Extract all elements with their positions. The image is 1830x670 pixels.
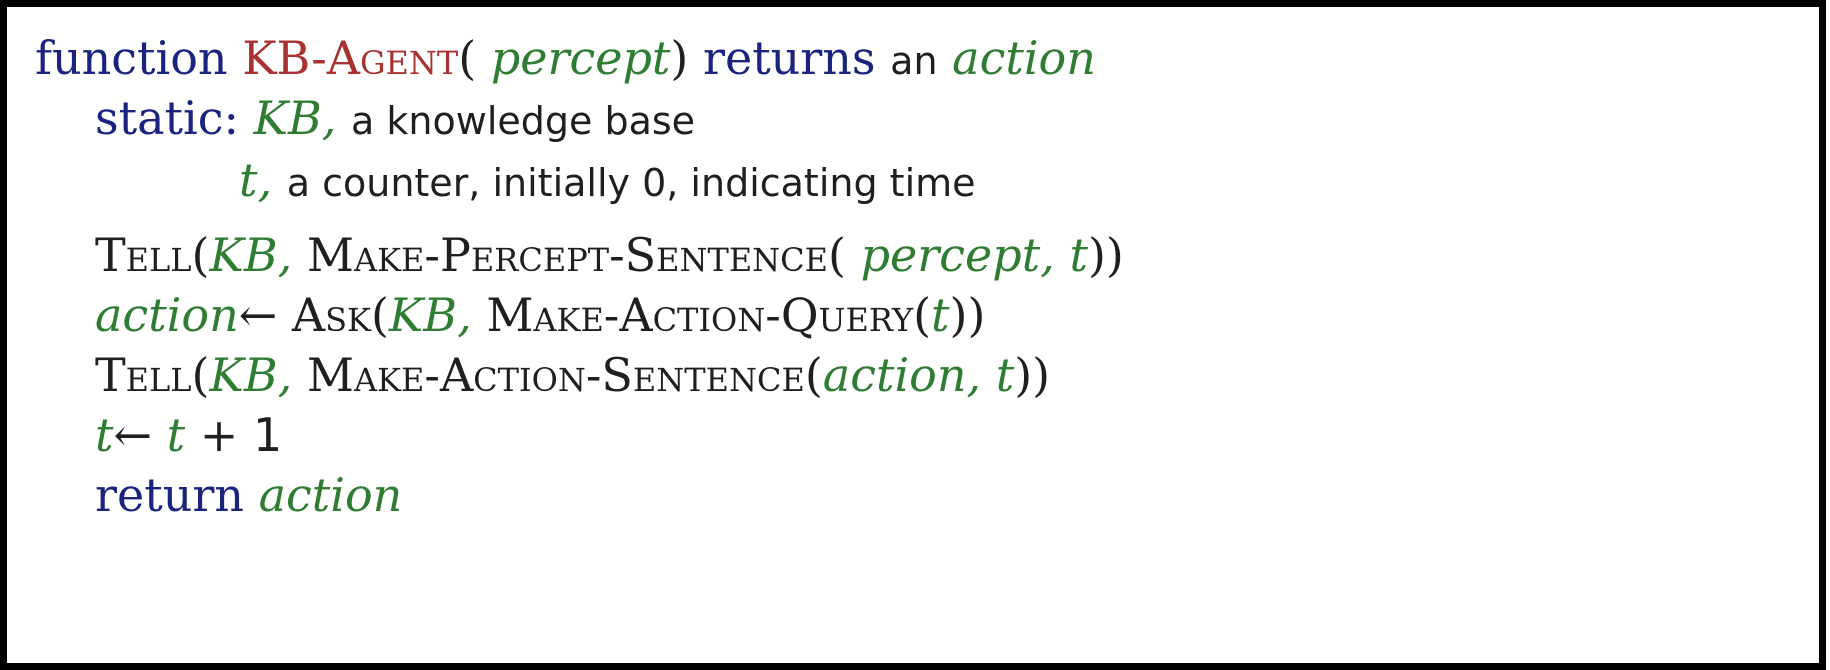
var-t: t, [239,153,273,207]
proc-make-action-sentence: Make-Action-Sentence [306,348,805,402]
var-t: t [166,408,186,462]
paren-close: )) [1014,348,1051,402]
ask-line: action← Ask(KB, Make-Action-Query(t)) [95,292,985,338]
var-t: t [995,348,1015,402]
var-action: action [95,288,239,342]
return-line: return action [95,472,402,518]
assign-arrow: ← [238,288,278,342]
var-kb: KB, [388,288,472,342]
tell-percept-line: Tell(KB, Make-Percept-Sentence( percept,… [95,232,1124,278]
var-action: action [258,468,403,522]
var-percept: percept, [860,228,1055,282]
return-type-action: action [952,31,1096,85]
paren-close: )) [949,288,986,342]
static-t-line: t, a counter, initially 0, indicating ti… [239,157,976,203]
var-t: t [95,408,114,462]
paren-open: ( [370,288,389,342]
paren-open: ( [191,348,210,402]
proc-ask: Ask [291,288,371,342]
function-name: KB-Agent [242,31,459,85]
proc-tell: Tell [95,348,192,402]
increment-line: t← t + 1 [95,412,282,458]
var-kb: KB, [253,91,337,145]
paren-open: ( [804,348,823,402]
var-kb: KB, [209,228,293,282]
function-signature-line: function KB-Agent( percept) returns an a… [35,35,1096,81]
plus-operator: + [199,408,239,462]
var-t: t [1069,228,1088,282]
paren-close: )) [1087,228,1124,282]
paren-close: ) [670,31,689,85]
static-kb-line: static: KB, a knowledge base [95,95,695,141]
keyword-function: function [35,31,228,85]
paren-open: ( [913,288,932,342]
article-an: an [890,39,938,83]
var-t: t [931,288,950,342]
proc-tell: Tell [95,228,192,282]
keyword-returns: returns [702,31,876,85]
keyword-return: return [95,468,244,522]
var-action: action, [822,348,982,402]
paren-open: ( [191,228,210,282]
proc-make-percept-sentence: Make-Percept-Sentence [306,228,829,282]
t-description: a counter, initially 0, indicating time [286,161,976,205]
tell-action-line: Tell(KB, Make-Action-Sentence(action, t)… [95,352,1050,398]
keyword-static: static: [95,91,239,145]
var-kb: KB, [209,348,293,402]
paren-open: ( [458,31,477,85]
assign-arrow: ← [113,408,153,462]
paren-open: ( [828,228,846,282]
kb-description: a knowledge base [351,99,696,143]
param-percept: percept [490,31,671,85]
number-one: 1 [252,408,283,462]
proc-make-action-query: Make-Action-Query [486,288,914,342]
